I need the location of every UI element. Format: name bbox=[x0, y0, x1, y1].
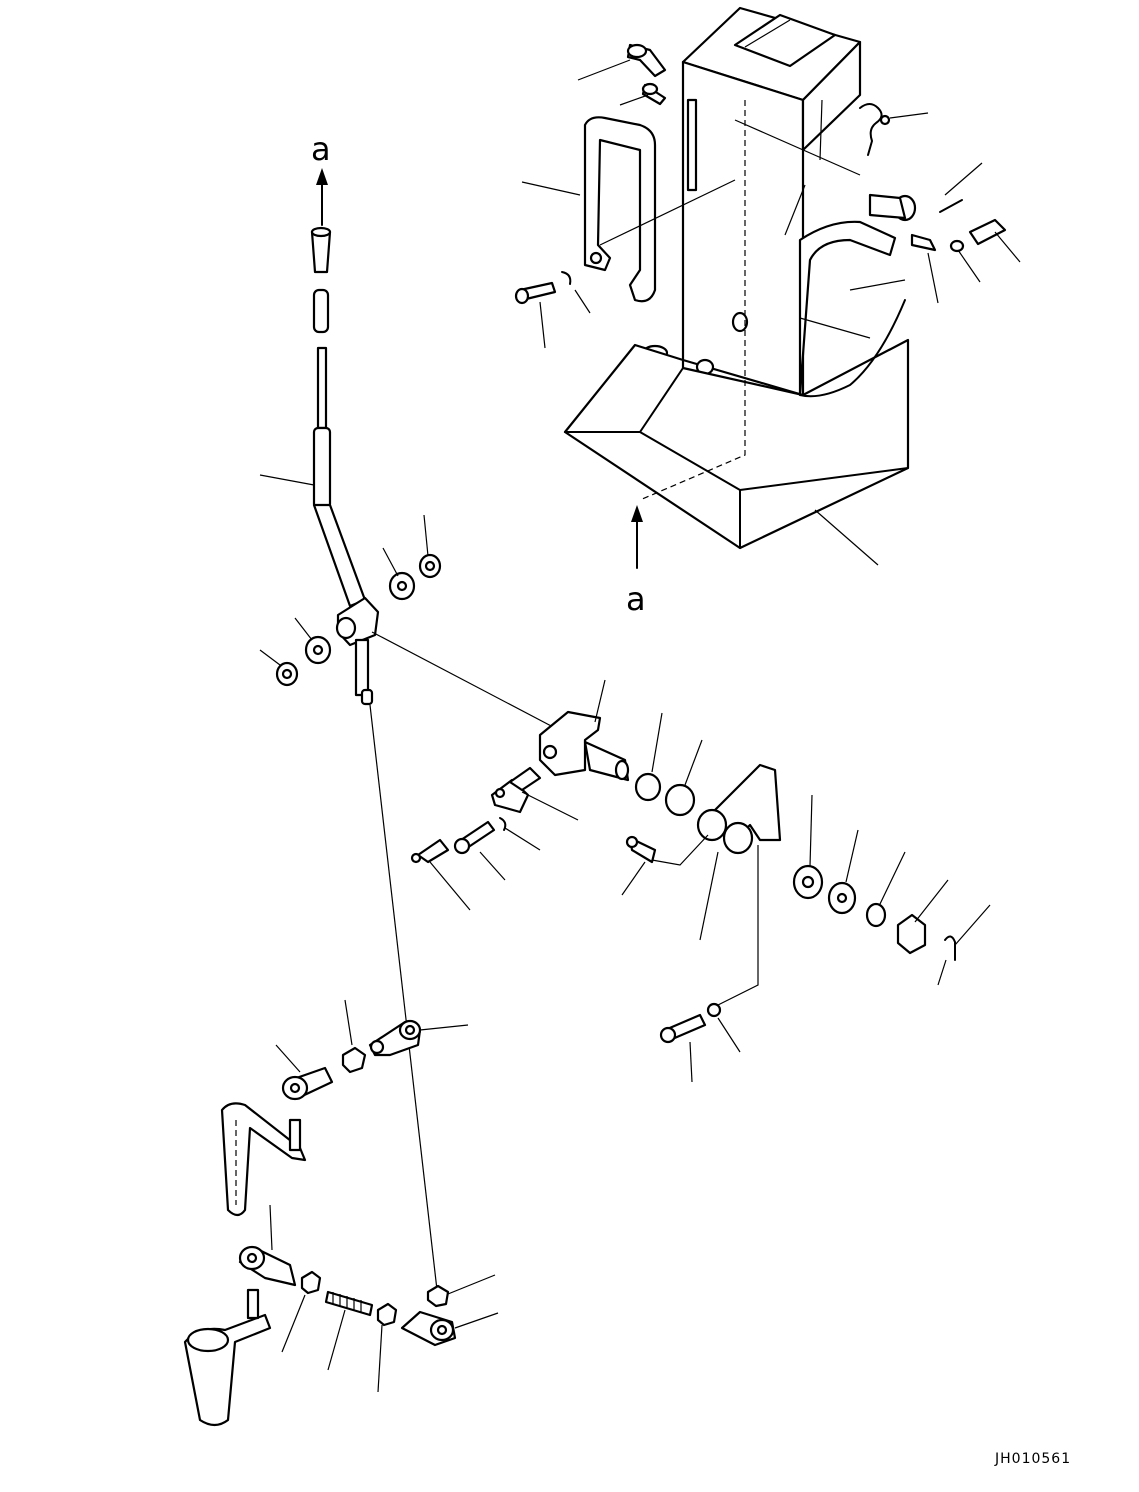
leader-lines-middle bbox=[429, 679, 991, 1083]
spring-and-pin-parts bbox=[859, 103, 1007, 253]
shift-lever bbox=[310, 226, 380, 706]
view-arrow-lower bbox=[631, 505, 643, 569]
leader-lines-top bbox=[521, 59, 1021, 566]
leader-lines-left bbox=[259, 474, 556, 729]
view-label-lower: a bbox=[626, 580, 646, 618]
pivot-bracket bbox=[410, 710, 696, 864]
support-bracket-right bbox=[625, 763, 956, 1044]
bell-crank-arm-upper[interactable] bbox=[220, 1102, 307, 1217]
control-console-housing bbox=[563, 6, 910, 550]
view-arrow-upper bbox=[316, 168, 328, 226]
connecting-rod bbox=[369, 704, 438, 1291]
lever-bushings bbox=[275, 553, 442, 687]
bolt-and-washer-upper bbox=[514, 271, 572, 305]
linkage-rod-ends-upper bbox=[281, 1019, 422, 1101]
pin-bolt-top bbox=[626, 43, 667, 106]
handle-bracket-left bbox=[583, 116, 657, 303]
linkage-rod-ends-lower bbox=[238, 1245, 457, 1347]
bell-crank-arm-lower[interactable] bbox=[183, 1288, 272, 1427]
leader-lines-lower bbox=[269, 999, 499, 1393]
view-label-upper: a bbox=[311, 130, 331, 168]
drawing-number: JH010561 bbox=[994, 1451, 1071, 1467]
